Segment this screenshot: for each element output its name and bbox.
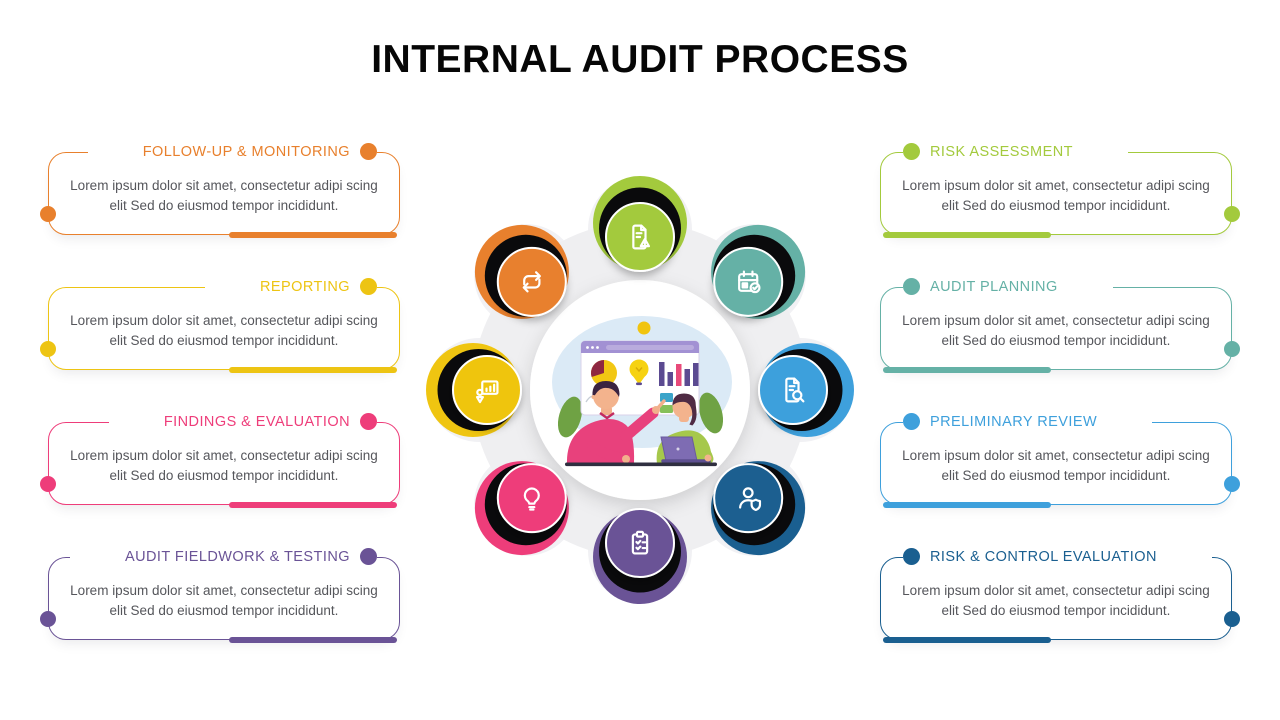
process-card-preliminary-review: PRELIMINARY REVIEW Lorem ipsum dolor sit… <box>880 413 1240 508</box>
accent-bar <box>883 231 1051 238</box>
card-title: RISK & CONTROL EVALUATION <box>930 548 1157 565</box>
card-description: Lorem ipsum dolor sit amet, consectetur … <box>70 178 378 213</box>
card-title: AUDIT FIELDWORK & TESTING <box>124 548 350 565</box>
process-card-risk-assessment: RISK ASSESSMENT Lorem ipsum dolor sit am… <box>880 143 1240 238</box>
process-card-audit-fieldwork-testing: AUDIT FIELDWORK & TESTING Lorem ipsum do… <box>40 548 400 643</box>
process-card-follow-up-monitoring: FOLLOW-UP & MONITORING Lorem ipsum dolor… <box>40 143 400 238</box>
audit-fieldwork-testing-node <box>605 508 675 578</box>
bar-chart <box>659 362 699 386</box>
edge-dot <box>40 206 57 222</box>
card-description: Lorem ipsum dolor sit amet, consectetur … <box>70 448 378 483</box>
card-header: PRELIMINARY REVIEW <box>903 413 1153 430</box>
edge-dot <box>1223 476 1240 492</box>
bullet-dot <box>360 143 377 160</box>
woman-with-laptop <box>656 393 714 464</box>
card-title: RISK ASSESSMENT <box>930 143 1073 160</box>
edge-dot <box>1223 341 1240 357</box>
preliminary-review-node <box>758 355 828 425</box>
card-header: AUDIT FIELDWORK & TESTING <box>69 548 377 565</box>
card-description: Lorem ipsum dolor sit amet, consectetur … <box>70 313 378 348</box>
edge-dot <box>40 611 57 627</box>
edge-dot <box>40 476 57 492</box>
process-card-risk-control-evaluation: RISK & CONTROL EVALUATION Lorem ipsum do… <box>880 548 1240 643</box>
card-title: FINDINGS & EVALUATION <box>163 413 350 430</box>
bullet-dot <box>360 413 377 430</box>
accent-bar <box>229 231 397 238</box>
accent-bar <box>883 636 1051 643</box>
process-card-findings-evaluation: FINDINGS & EVALUATION Lorem ipsum dolor … <box>40 413 400 508</box>
accent-bar <box>229 501 397 508</box>
card-title: PRELIMINARY REVIEW <box>930 413 1098 430</box>
bullet-dot <box>903 143 920 160</box>
risk-control-evaluation-node <box>713 463 784 534</box>
edge-dot <box>1223 611 1240 627</box>
bullet-dot <box>360 548 377 565</box>
idea-bulb <box>629 359 649 379</box>
yellow-dot <box>637 321 651 335</box>
card-title: REPORTING <box>260 278 350 295</box>
findings-evaluation-node <box>496 463 567 534</box>
card-header: AUDIT PLANNING <box>903 278 1113 295</box>
card-header: RISK ASSESSMENT <box>903 143 1128 160</box>
audit-planning-node <box>713 246 784 317</box>
bullet-dot <box>903 413 920 430</box>
left-card-column: FOLLOW-UP & MONITORING Lorem ipsum dolor… <box>40 143 400 643</box>
accent-bar <box>229 636 397 643</box>
card-description: Lorem ipsum dolor sit amet, consectetur … <box>70 583 378 618</box>
team-analytics-illustration <box>552 316 732 467</box>
desk <box>565 462 717 467</box>
card-header: FOLLOW-UP & MONITORING <box>87 143 377 160</box>
man-presenter <box>566 381 666 464</box>
right-card-column: RISK ASSESSMENT Lorem ipsum dolor sit am… <box>880 143 1240 643</box>
process-card-audit-planning: AUDIT PLANNING Lorem ipsum dolor sit ame… <box>880 278 1240 373</box>
follow-up-monitoring-node <box>496 246 567 317</box>
bullet-dot <box>903 548 920 565</box>
edge-dot <box>1223 206 1240 222</box>
edge-dot <box>40 341 57 357</box>
bullet-dot <box>903 278 920 295</box>
card-header: REPORTING <box>205 278 377 295</box>
audit-cycle-diagram <box>420 170 860 610</box>
card-header: RISK & CONTROL EVALUATION <box>903 548 1212 565</box>
accent-bar <box>883 501 1051 508</box>
card-title: AUDIT PLANNING <box>930 278 1058 295</box>
card-description: Lorem ipsum dolor sit amet, consectetur … <box>902 313 1210 348</box>
bullet-dot <box>360 278 377 295</box>
card-description: Lorem ipsum dolor sit amet, consectetur … <box>902 583 1210 618</box>
accent-bar <box>883 366 1051 373</box>
card-description: Lorem ipsum dolor sit amet, consectetur … <box>902 448 1210 483</box>
card-title: FOLLOW-UP & MONITORING <box>142 143 350 160</box>
accent-bar <box>229 366 397 373</box>
reporting-node <box>452 355 522 425</box>
card-header: FINDINGS & EVALUATION <box>108 413 377 430</box>
page-title: INTERNAL AUDIT PROCESS <box>371 38 909 81</box>
risk-assessment-node <box>605 202 675 272</box>
card-description: Lorem ipsum dolor sit amet, consectetur … <box>902 178 1210 213</box>
process-card-reporting: REPORTING Lorem ipsum dolor sit amet, co… <box>40 278 400 373</box>
